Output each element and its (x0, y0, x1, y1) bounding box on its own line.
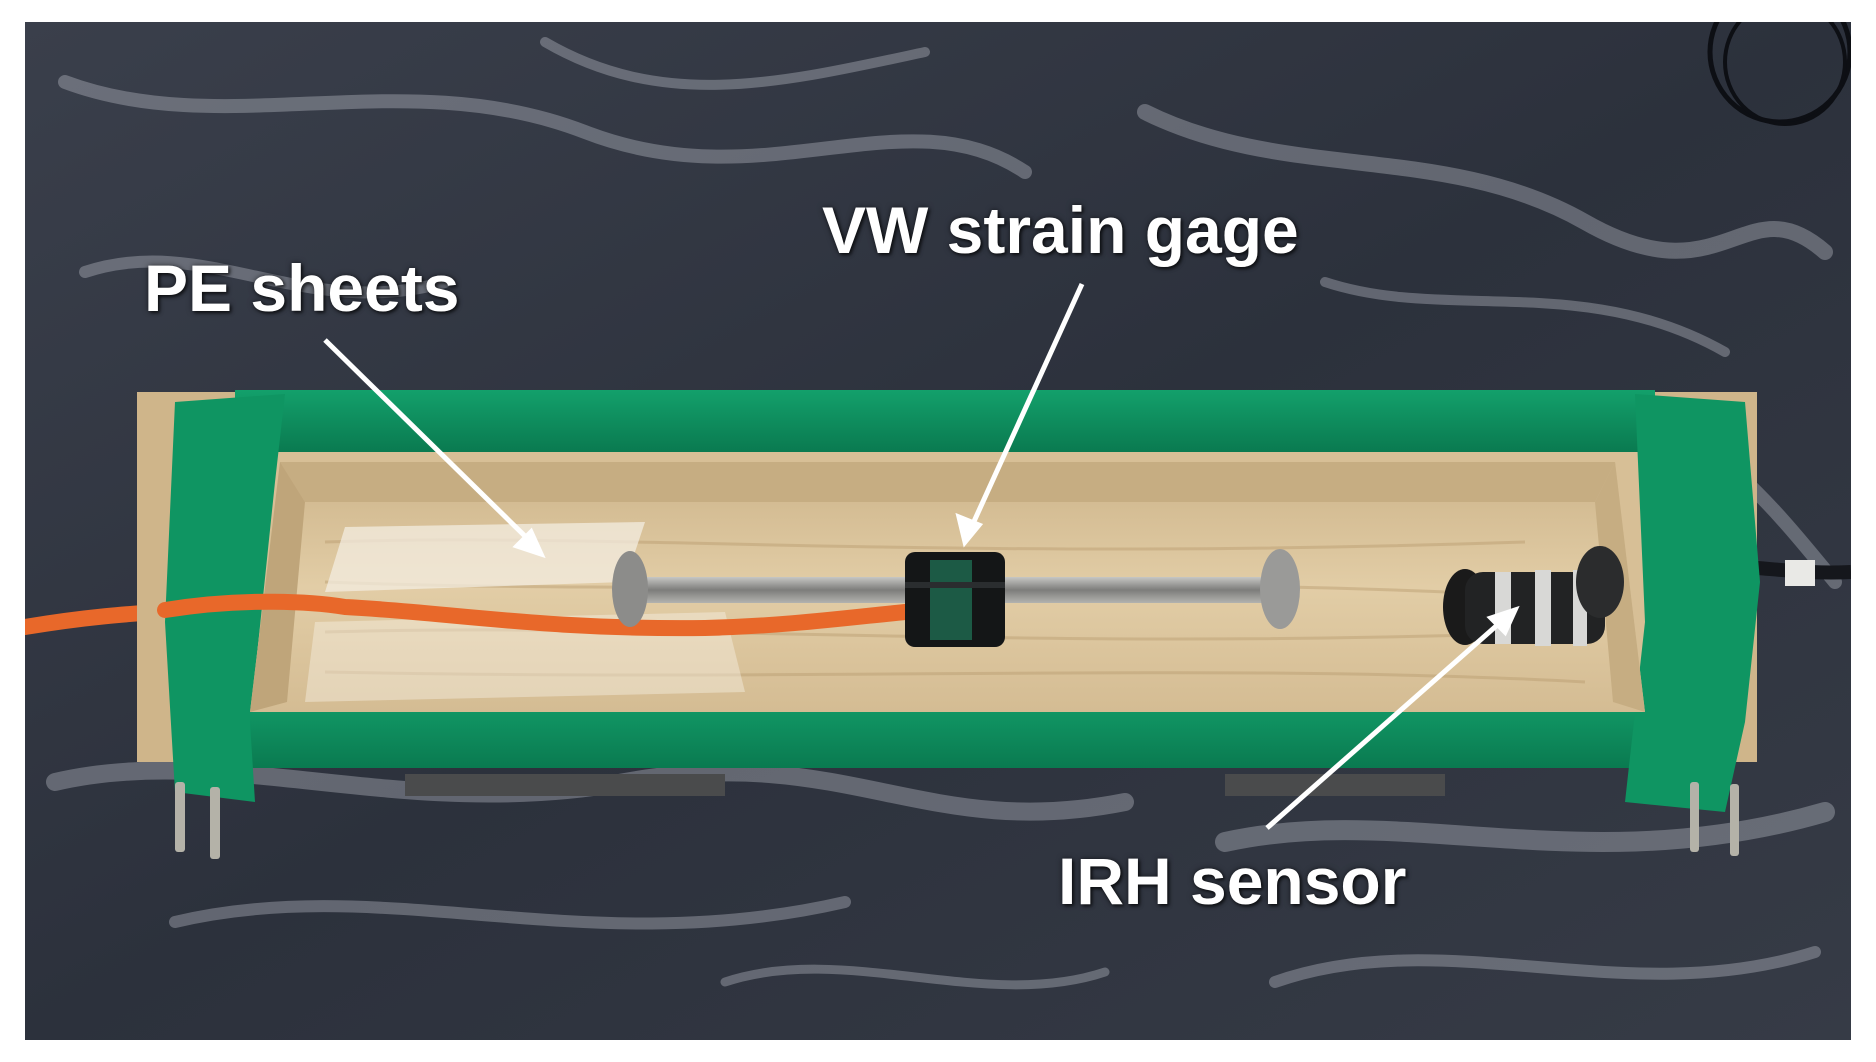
arrow-pe-sheets (323, 338, 533, 544)
label-irh-sensor: IRH sensor (1058, 844, 1407, 918)
hinge-left (405, 774, 725, 796)
arrow-irh-sensor (1265, 618, 1505, 830)
green-tape-right-end (1625, 394, 1760, 812)
arrow-vw-strain-gage (968, 282, 1085, 530)
hinge-right (1225, 774, 1445, 796)
callout-arrows (323, 282, 1520, 830)
specimen-mold-photo (25, 22, 1851, 1040)
vw-strain-gage (612, 549, 1300, 647)
orange-cable-inside (157, 593, 913, 637)
mold-bolts (175, 782, 1739, 859)
pe-sheets (325, 522, 645, 592)
label-pe-sheets: PE sheets (144, 251, 460, 325)
label-vw-strain-gage: VW strain gage (822, 193, 1299, 267)
green-tape-top (235, 390, 1655, 452)
